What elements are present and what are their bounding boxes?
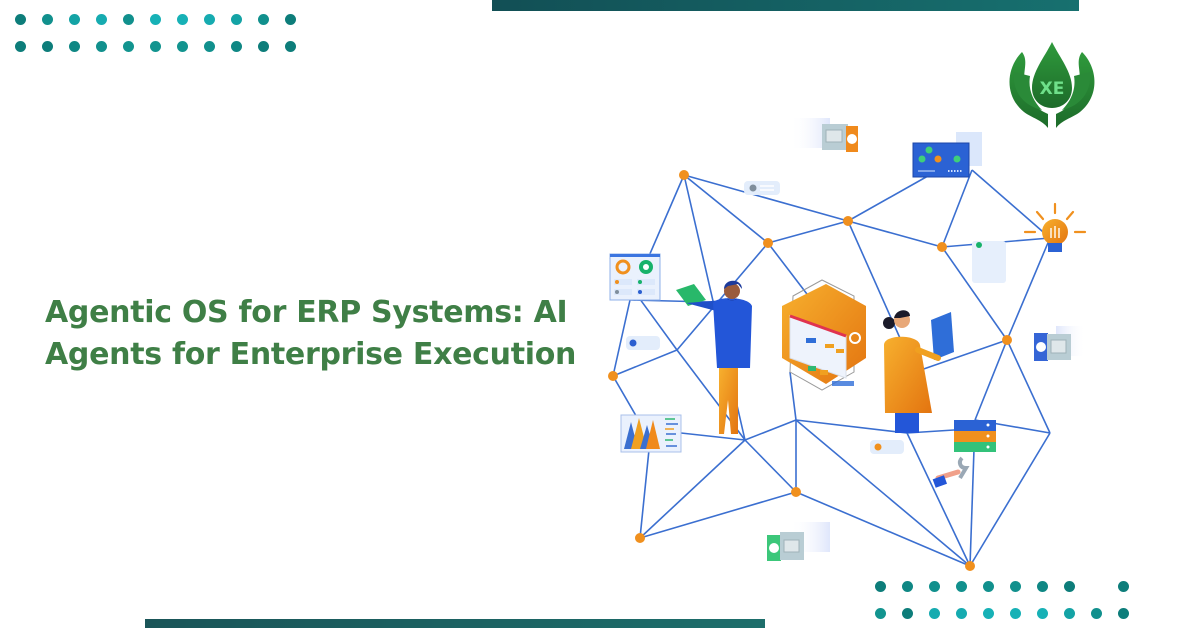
decorative-dot [177,41,188,52]
network-node [937,242,947,252]
decorative-dot [875,581,886,592]
leaf-drop-xe-logo-icon: XE [1009,42,1095,128]
decorative-dot [1037,608,1048,619]
decorative-dot [123,41,134,52]
decorative-dot [96,41,107,52]
camera-box-icon-right [1034,326,1086,361]
decorative-dot [1064,608,1075,619]
decorative-dot [204,14,215,25]
network-node [791,487,801,497]
decorative-dot [42,41,53,52]
decorative-dot [929,581,940,592]
bottom-accent-bar [145,619,765,628]
headline-line-1: Agentic OS for ERP Systems: AI [45,295,568,330]
server-stack-with-wrench-icon [932,420,996,488]
network-lines [609,169,1051,567]
decorative-dot [285,41,296,52]
status-pill-icon [870,440,904,454]
dashboard-card-icon [609,253,661,301]
network-node [965,561,975,571]
top-accent-bar [492,0,1079,11]
decorative-dot [15,14,26,25]
decorative-dot [929,608,940,619]
decorative-dot [96,14,107,25]
network-node [763,238,773,248]
page-headline: Agentic OS for ERP Systems: AI Agents fo… [45,292,577,376]
decorative-dot [204,41,215,52]
headline-line-2: Agents for Enterprise Execution [45,337,577,372]
orange-cube-dashboard-icon [782,279,866,391]
decorative-dot [69,41,80,52]
decorative-dot [875,608,886,619]
svg-text:XE: XE [1040,79,1065,99]
network-node [635,533,645,543]
decorative-dot [177,14,188,25]
decorative-dot [983,608,994,619]
decorative-dot [983,581,994,592]
status-pill-icon [626,336,660,350]
decorative-dot [69,14,80,25]
lightbulb-icon [1023,202,1087,252]
decorative-dot [956,581,967,592]
network-nodes [608,170,1012,571]
server-panel-icon [912,132,982,178]
decorative-dot [150,41,161,52]
decorative-dot [123,14,134,25]
decorative-dot [1118,581,1129,592]
note-card-icon [972,241,1006,283]
decorative-dot [231,14,242,25]
decorative-dot [231,41,242,52]
network-node [843,216,853,226]
decorative-dot [258,14,269,25]
decorative-dot [42,14,53,25]
decorative-dot [258,41,269,52]
decorative-dot [150,14,161,25]
decorative-dot [285,14,296,25]
network-node [608,371,618,381]
decorative-dot [1010,608,1021,619]
decorative-dots-top-left [0,0,320,60]
network-node [1002,335,1012,345]
man-with-folder-figure [676,280,752,434]
decorative-dot [1118,608,1129,619]
woman-with-tablet-figure [883,310,954,433]
decorative-dot [1091,608,1102,619]
decorative-dot [1064,581,1075,592]
decorative-dot [902,581,913,592]
decorative-dot [1010,581,1021,592]
decorative-dot [1037,581,1048,592]
decorative-dot [956,608,967,619]
decorative-dots-bottom-right [860,570,1200,628]
decorative-dot [902,608,913,619]
camera-box-icon-bottom [767,522,830,561]
status-pill-icon [744,181,780,195]
camera-box-icon-top [790,118,858,152]
chart-card-icon [620,414,682,453]
decorative-dot [15,41,26,52]
network-illustration [608,118,1087,571]
network-node [679,170,689,180]
